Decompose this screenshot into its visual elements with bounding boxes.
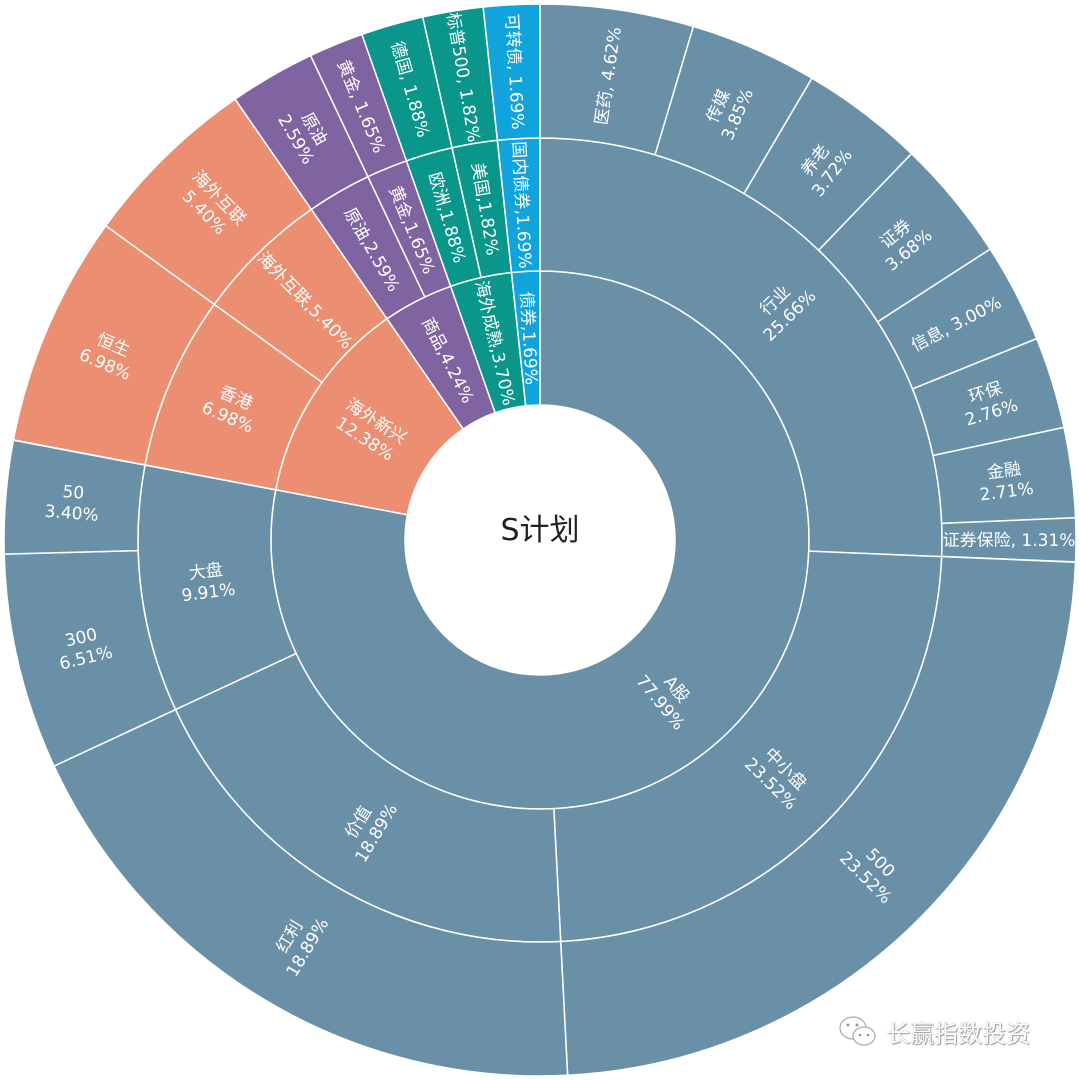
watermark-text: 长赢指数投资 (886, 1020, 1030, 1048)
wechat-icon (839, 1015, 876, 1046)
sector-可转债[interactable] (482, 3, 541, 142)
data-label: 债券,1.69% (516, 291, 541, 385)
data-label: 大盘9.91% (178, 559, 237, 606)
watermark: 长赢指数投资 (838, 1014, 1030, 1049)
data-label: 香港6.98% (199, 379, 265, 438)
data-label: 503.40% (44, 481, 101, 526)
sector-500[interactable] (559, 555, 1077, 1077)
data-label: 证券保险, 1.31% (943, 531, 1076, 551)
chart-title: S计划 (500, 513, 580, 548)
data-label: 金融2.71% (976, 458, 1035, 505)
